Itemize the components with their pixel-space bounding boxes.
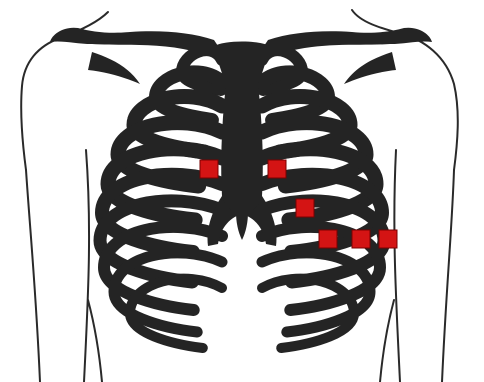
flank-left-line <box>88 300 102 382</box>
electrode-v5 <box>352 230 370 248</box>
arm-left-inner-line <box>84 150 89 382</box>
electrode-v3 <box>296 199 314 217</box>
shoulder-left-line <box>21 38 60 170</box>
electrode-v6 <box>379 230 397 248</box>
flank-right-line <box>380 300 394 382</box>
arm-right-inner-line <box>394 150 400 382</box>
electrode-v2 <box>268 160 286 178</box>
electrode-v4 <box>319 230 337 248</box>
electrode-v1 <box>200 160 218 178</box>
sternum-body <box>221 84 263 214</box>
scapula-left <box>88 52 140 84</box>
shoulder-right-line <box>402 34 458 170</box>
scapula-right <box>344 52 396 84</box>
arm-right-line <box>442 170 454 382</box>
xiphoid-process <box>236 212 248 240</box>
arm-left-line <box>26 170 40 382</box>
